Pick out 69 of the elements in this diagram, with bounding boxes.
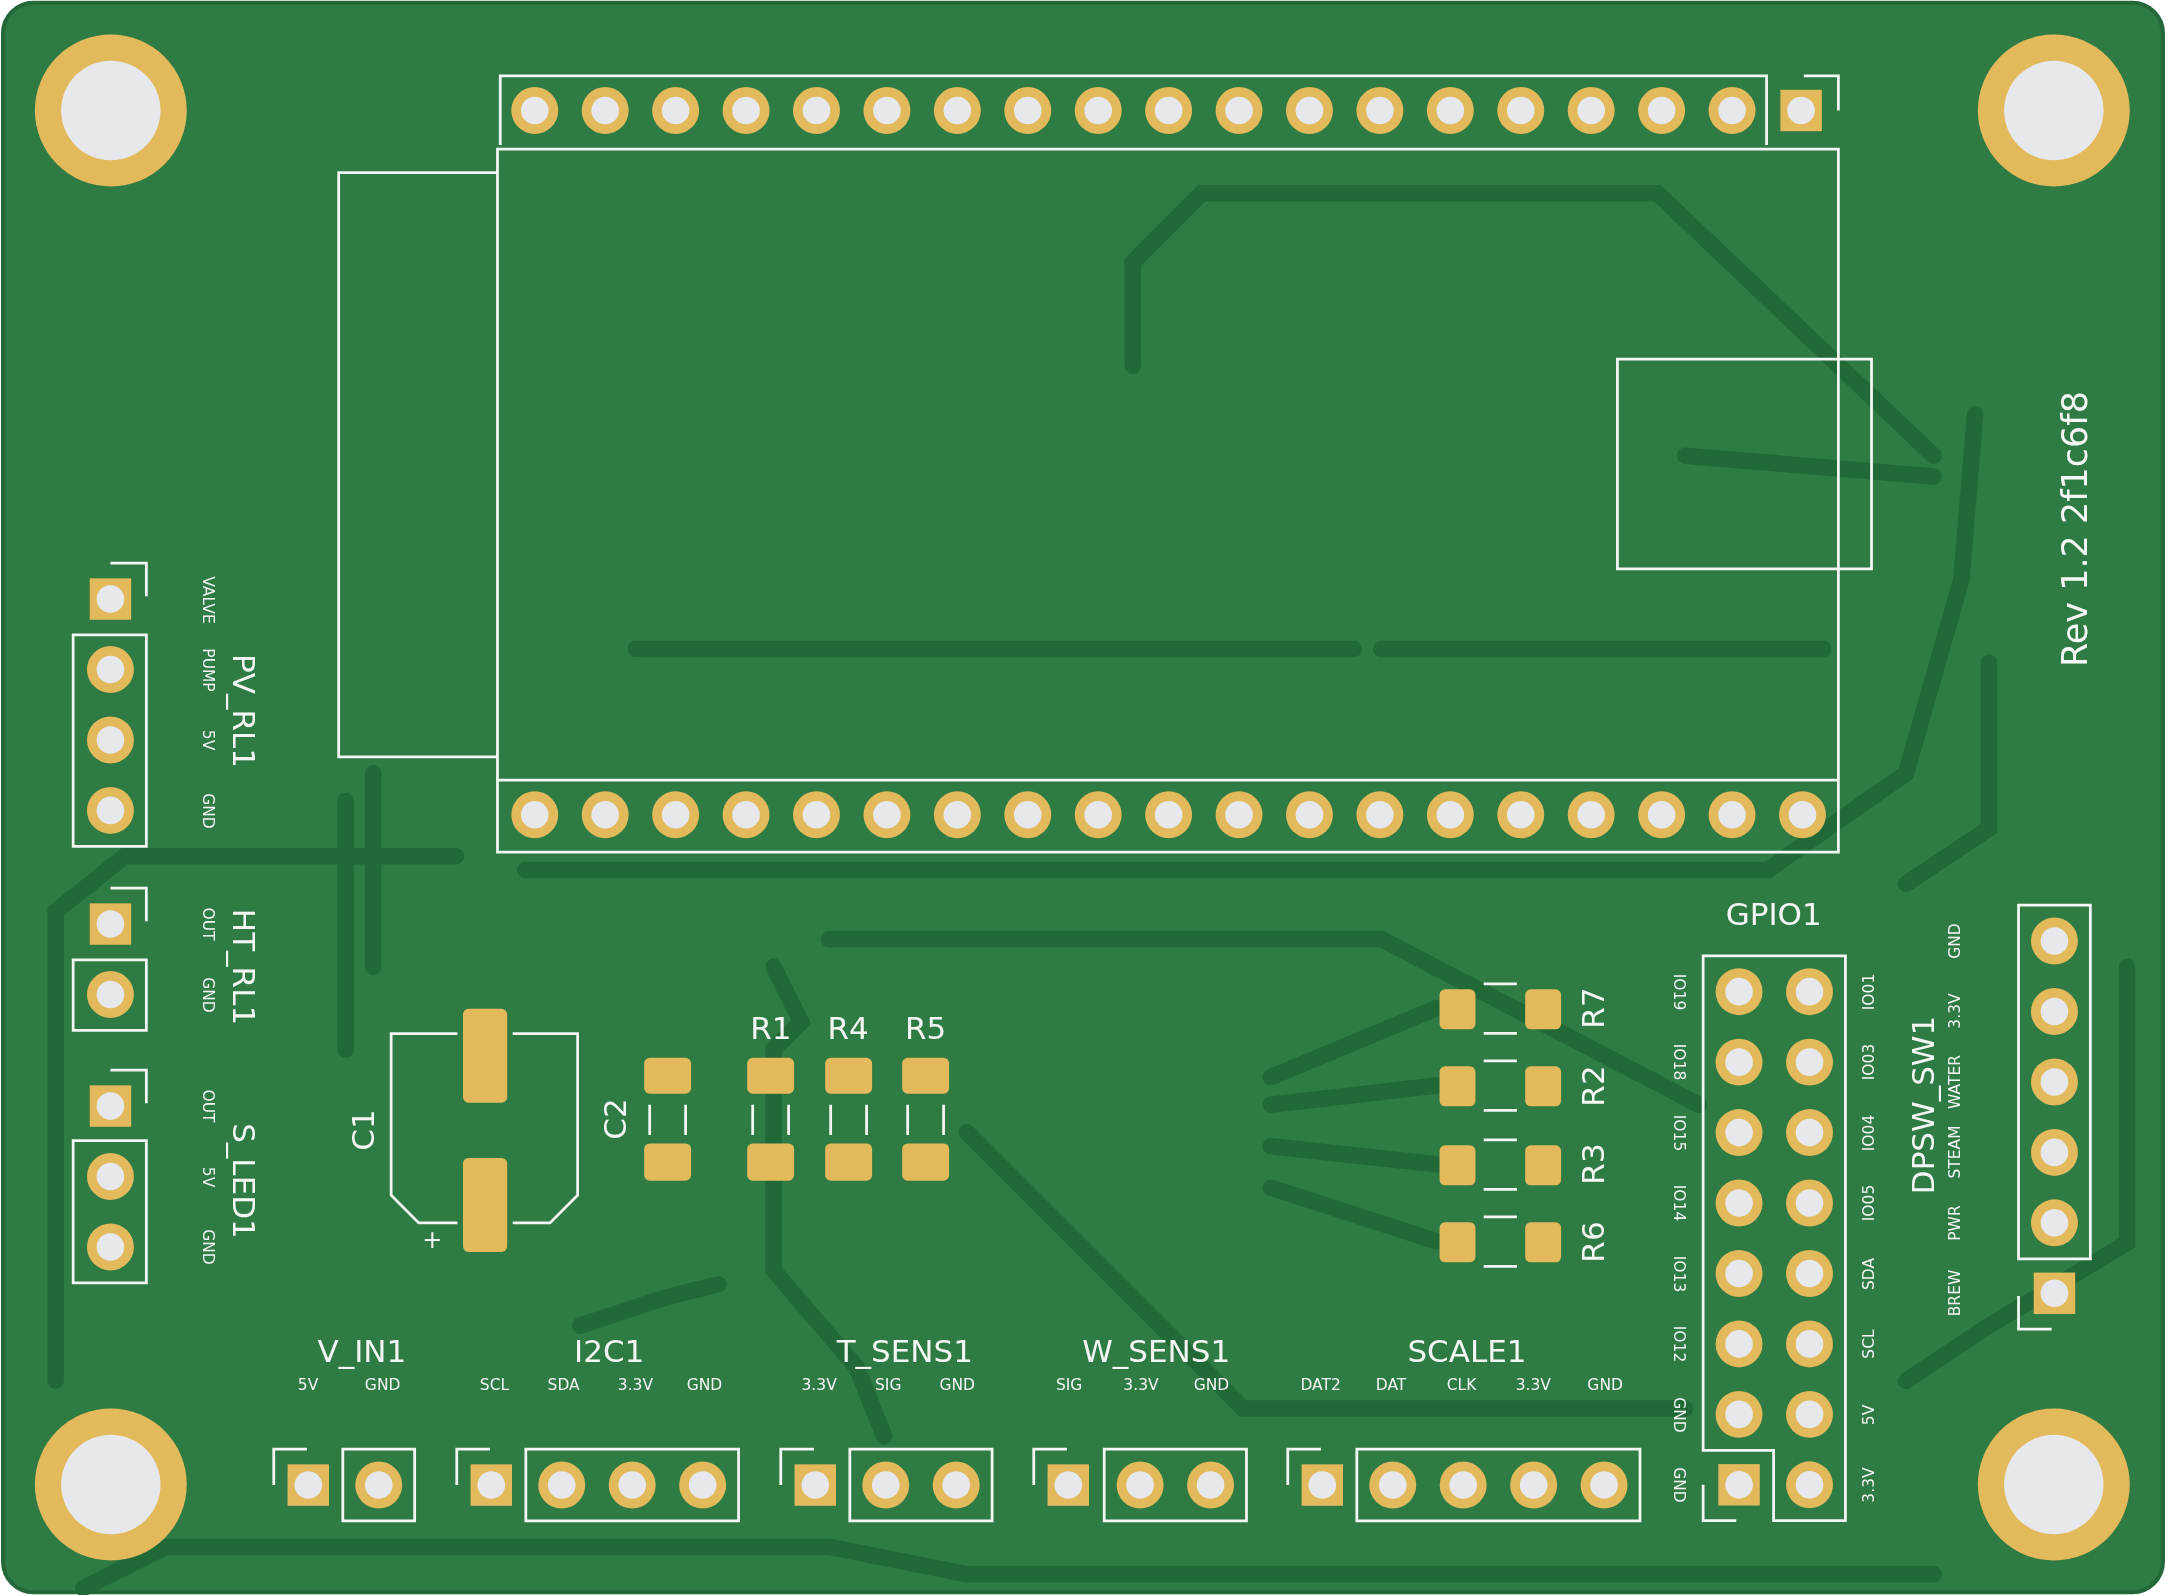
pin-label: SDA [1862,1257,1879,1290]
reference-designator: PV_RL1 [227,654,259,769]
reference-designator: GPIO1 [1725,898,1822,930]
pin-label: 3.3V [801,1377,837,1394]
pin-label: 5V [297,1377,319,1394]
pin-label: SCL [479,1377,510,1394]
pin-label: GND [199,976,215,1013]
pin-label: CLK [1446,1377,1477,1394]
pin-label: IO13 [1670,1255,1687,1292]
reference-designator: DPSW_SW1 [1907,1015,1939,1195]
pin-label: OUT [199,1089,215,1123]
pin-label: + [422,1228,443,1253]
pin-label: GND [199,793,215,829]
pin-label: GND [939,1377,976,1394]
pin-label: GND [1948,922,1964,959]
reference-designator: C1 [347,1109,379,1151]
pin-label: DAT [1375,1377,1407,1394]
pin-label: 5V [199,730,215,751]
pin-label: IO15 [1670,1114,1687,1151]
pin-label: 3.3V [1123,1377,1159,1394]
pin-label: IO03 [1862,1044,1879,1081]
reference-designator: W_SENS1 [1082,1335,1231,1367]
pin-label: IO12 [1670,1325,1687,1363]
pin-label: PUMP [199,648,215,692]
pin-label: IO14 [1670,1184,1687,1222]
pin-label: 5V [199,1166,215,1188]
pin-label: 3.3V [617,1377,654,1394]
pin-label: IO04 [1862,1114,1879,1151]
reference-designator: R3 [1577,1143,1609,1186]
pin-label: DAT2 [1300,1377,1341,1394]
reference-designator: SCALE1 [1407,1335,1527,1367]
reference-designator: R7 [1577,987,1609,1029]
reference-designator: T_SENS1 [836,1335,973,1367]
pin-label: IO01 [1862,973,1879,1011]
pin-label: GND [364,1377,401,1394]
pin-label: 3.3V [1862,1467,1879,1503]
pin-label: GND [1670,1467,1687,1503]
pin-label: WATER [1948,1054,1964,1109]
pin-label: OUT [199,907,215,941]
reference-designator: R1 [750,1012,792,1044]
reference-designator: R6 [1577,1221,1609,1263]
pin-label: GND [1193,1377,1230,1394]
pin-label: IO18 [1670,1044,1687,1081]
pin-label: SDA [547,1377,580,1394]
reference-designator: R5 [904,1012,947,1044]
pin-label: SIG [1055,1377,1083,1394]
pin-label: PWR [1948,1204,1964,1241]
reference-designator: I2C1 [574,1335,645,1367]
pin-label: SCL [1862,1329,1879,1359]
reference-designator: V_IN1 [317,1335,407,1367]
pin-label: GND [199,1229,215,1266]
pin-label: 3.3V [1515,1377,1551,1394]
reference-designator: R4 [827,1012,869,1044]
revision-label: Rev 1.2 2f1c6f8 [2057,391,2093,667]
pin-label: GND [1670,1396,1687,1433]
pin-label: IO05 [1862,1184,1879,1222]
pin-label: VALVE [199,575,215,624]
pin-label: GND [1587,1377,1623,1394]
pin-label: STEAM [1948,1125,1964,1179]
pin-label: IO19 [1670,973,1687,1011]
pin-label: 5V [1862,1404,1879,1425]
reference-designator: S_LED1 [227,1123,259,1239]
pin-label: 3.3V [1948,993,1964,1029]
pin-label: GND [686,1377,723,1394]
pin-label: BREW [1948,1269,1964,1317]
reference-designator: HT_RL1 [227,908,259,1026]
pin-label: SIG [875,1377,902,1394]
reference-designator: C2 [599,1098,631,1140]
reference-designator: R2 [1577,1065,1609,1107]
